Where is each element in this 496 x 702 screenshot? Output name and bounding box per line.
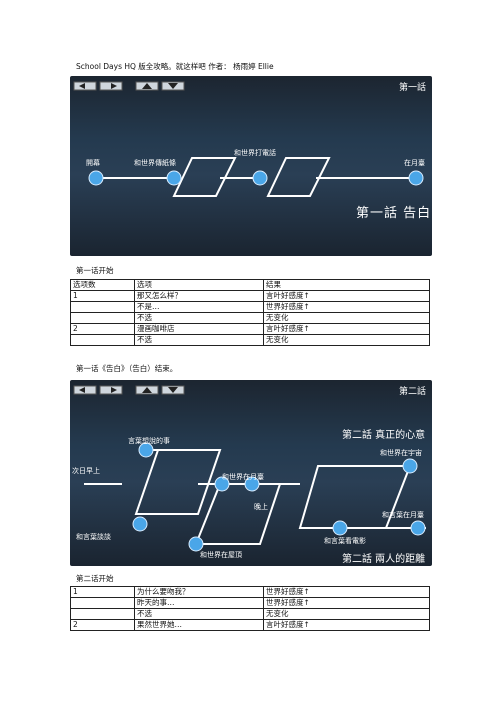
chapter1-choice-table: 选项数 选项 结果 1 那又怎么样？ 言叶好感度↑ 不是… 世界好感度↑ 不选 … (70, 279, 430, 346)
table-cell: 为什么要吻我？ (134, 586, 264, 598)
table-cell: 结果 (263, 279, 430, 291)
table-row: 昨天的事… 世界好感度↑ (70, 597, 430, 609)
table-row: 1 那又怎么样？ 言叶好感度↑ (70, 290, 430, 302)
nav-next-button[interactable] (99, 81, 123, 91)
chapter1-end: 第一话《告白》（告白）结束。 (76, 364, 178, 373)
table-cell: 漫画咖啡店 (134, 323, 264, 335)
table-row: 2 漫画咖啡店 言叶好感度↑ (70, 323, 430, 335)
chapter-banner: 第一話 告白 (356, 206, 432, 221)
document-header: School Days HQ 版全攻略。就这样吧 作者： 杨雨婷 Ellie (76, 62, 274, 71)
table-cell: 言叶好感度↑ (263, 619, 430, 631)
route-node-sekai-space[interactable] (402, 458, 418, 474)
route-node-sekai-roof[interactable] (188, 536, 204, 552)
table-cell: 2 (70, 619, 135, 631)
chapter2-flowchart: 第二話 第二話 真正的心意 次日早上 言葉想說的事 和世界在月臺 晚上 和世界在… (70, 380, 432, 566)
node-label-kotonoha-talk: 言葉想說的事 (128, 437, 170, 445)
route-node-phone[interactable] (252, 170, 268, 186)
node-label-phone: 和世界打電話 (234, 149, 276, 157)
table-row: 1 为什么要吻我？ 世界好感度↑ (70, 586, 430, 598)
nav-prev-button[interactable] (73, 81, 97, 91)
route-node-opening[interactable] (88, 170, 104, 186)
table-cell (70, 597, 135, 609)
nav-down-button[interactable] (161, 385, 185, 395)
route-node-kotonoha-discuss[interactable] (132, 516, 148, 532)
table-row: 不选 无变化 (70, 608, 430, 620)
table-cell: 不是… (134, 301, 264, 313)
nav-down-button[interactable] (161, 81, 185, 91)
nav-next-button[interactable] (99, 385, 123, 395)
table-cell (70, 301, 135, 313)
node-label-kotonoha-discuss: 和言葉談談 (76, 533, 111, 541)
node-label-kotonoha-movie: 和言葉看電影 (324, 537, 366, 545)
table-cell: 世界好感度↑ (263, 301, 430, 313)
table-cell (70, 312, 135, 324)
node-label-sekai-space: 和世界在宇宙 (380, 449, 422, 457)
table-header-row: 选项数 选项 结果 (70, 279, 430, 291)
table-cell (70, 608, 135, 620)
route-node-kotonoha-platform[interactable] (410, 520, 426, 536)
panel-title: 第二話 (398, 387, 426, 397)
table-cell: 世界好感度↑ (263, 597, 430, 609)
nav-up-button[interactable] (135, 385, 159, 395)
node-label-note: 和世界傳紙條 (134, 159, 176, 167)
chapter1-flowchart: 第一話 開幕 和世界傳紙條 和世界打電話 在月臺 第一話 告白 (70, 76, 432, 256)
table-cell: 不选 (134, 608, 264, 620)
chapter-banner-top: 第二話 真正的心意 (342, 430, 426, 441)
chapter2-start: 第二话开始 (76, 574, 114, 583)
table-cell: 不选 (134, 334, 264, 346)
table-cell: 选项数 (70, 279, 135, 291)
node-label-sekai-roof: 和世界在屋頂 (200, 551, 242, 559)
node-label-platform: 在月臺 (404, 159, 425, 167)
route-node-kotonoha-movie[interactable] (332, 520, 348, 536)
route-node-sekai-platform[interactable] (214, 476, 230, 492)
node-label-kotonoha-platform: 和言葉在月臺 (382, 511, 424, 519)
route-node-platform[interactable] (408, 170, 424, 186)
table-cell: 不选 (134, 312, 264, 324)
panel-title: 第一話 (398, 83, 426, 93)
nav-prev-button[interactable] (73, 385, 97, 395)
table-cell (70, 334, 135, 346)
table-row: 不是… 世界好感度↑ (70, 301, 430, 313)
chapter-banner-bottom: 第二話 兩人的距離 (342, 554, 426, 565)
table-cell: 昨天的事… (134, 597, 264, 609)
chapter1-start: 第一话开始 (76, 266, 114, 275)
table-cell: 1 (70, 586, 135, 598)
route-lines (84, 449, 426, 545)
nav-up-button[interactable] (135, 81, 159, 91)
node-label-evening: 晚上 (254, 503, 268, 511)
route-node-evening[interactable] (244, 476, 260, 492)
chapter1-flowchart-graphic (73, 81, 424, 197)
table-cell: 2 (70, 323, 135, 335)
table-cell: 世界好感度↑ (263, 586, 430, 598)
table-cell: 果然世界她… (134, 619, 264, 631)
table-cell: 无变化 (263, 608, 430, 620)
table-row: 2 果然世界她… 言叶好感度↑ (70, 619, 430, 631)
node-label-sekai-platform: 和世界在月臺 (222, 473, 264, 481)
table-cell: 言叶好感度↑ (263, 323, 430, 335)
chapter2-choice-table: 1 为什么要吻我？ 世界好感度↑ 昨天的事… 世界好感度↑ 不选 无变化 2 果… (70, 586, 430, 631)
table-cell: 那又怎么样？ (134, 290, 264, 302)
node-label-next-morning: 次日早上 (72, 467, 100, 475)
table-cell: 言叶好感度↑ (263, 290, 430, 302)
table-row: 不选 无变化 (70, 334, 430, 346)
node-label-opening: 開幕 (86, 159, 100, 167)
route-node-kotonoha-talk[interactable] (138, 442, 154, 458)
table-cell: 选项 (134, 279, 264, 291)
chapter2-flowchart-graphic (73, 385, 426, 552)
table-cell: 无变化 (263, 312, 430, 324)
route-node-note[interactable] (166, 170, 182, 186)
table-cell: 无变化 (263, 334, 430, 346)
table-row: 不选 无变化 (70, 312, 430, 324)
table-cell: 1 (70, 290, 135, 302)
